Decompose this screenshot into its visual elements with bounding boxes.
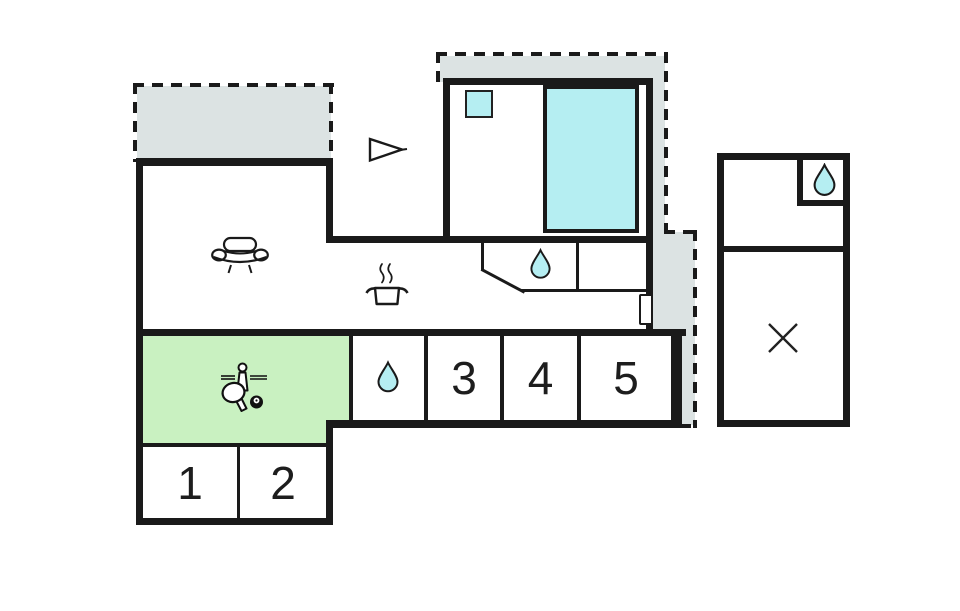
wall (349, 336, 353, 420)
wall (500, 336, 504, 420)
room-number: 1 (177, 456, 203, 509)
wall (576, 289, 648, 292)
cross-icon (768, 323, 798, 353)
wall (136, 329, 686, 336)
wall (576, 243, 579, 292)
wall (326, 158, 333, 243)
room-1-label: 1 (143, 447, 237, 518)
terrace-dash (664, 52, 668, 234)
room-number: 3 (451, 352, 477, 404)
water-drop-icon (377, 360, 399, 393)
wall (797, 200, 847, 206)
wall (237, 447, 240, 518)
wall (136, 518, 333, 525)
room-number: 5 (613, 352, 639, 404)
terrace-dash (680, 424, 697, 428)
water-drop-icon (813, 163, 836, 196)
wall (326, 236, 653, 243)
side-table (465, 90, 493, 118)
wall (521, 289, 579, 292)
wall (481, 243, 484, 270)
terrace-dash (133, 83, 334, 87)
water-drop-icon (530, 248, 551, 279)
terrace-top-left (137, 86, 331, 160)
room-number: 4 (527, 352, 554, 404)
terrace-door (639, 294, 653, 325)
wall (480, 268, 526, 294)
wall (717, 246, 850, 252)
terrace-dash (329, 83, 333, 162)
terrace-dash (436, 52, 668, 56)
annex-building (717, 153, 850, 427)
room-5-label: 5 (581, 336, 671, 420)
room-3-label: 3 (428, 336, 500, 420)
wall (136, 443, 333, 447)
wall (326, 420, 333, 525)
wall (443, 78, 653, 85)
terrace-right-wide (650, 232, 695, 330)
wall (577, 336, 581, 420)
terrace-right-low (678, 330, 695, 425)
terrace-dash (436, 52, 440, 82)
room-2-label: 2 (240, 447, 326, 518)
flag-icon (368, 137, 408, 163)
terrace-dash (133, 83, 137, 162)
wall (136, 158, 333, 166)
wall (797, 158, 803, 206)
game-room-lower (143, 421, 326, 444)
double-bed (543, 85, 639, 233)
table-tennis-foosball-icon (221, 362, 267, 412)
wall (646, 78, 653, 297)
wall (326, 420, 682, 428)
room-number: 2 (270, 456, 296, 509)
terrace-top-right (440, 56, 665, 82)
terrace-right-band (650, 80, 665, 232)
stove-pot-icon (365, 263, 409, 306)
terrace-dash (693, 230, 697, 428)
wall (136, 158, 143, 525)
wall (443, 78, 450, 243)
terrace-dash (664, 230, 697, 234)
room-4-label: 4 (504, 336, 577, 420)
sofa-icon (211, 236, 269, 274)
wall (424, 336, 428, 420)
wall (646, 322, 653, 333)
wall (671, 329, 682, 427)
